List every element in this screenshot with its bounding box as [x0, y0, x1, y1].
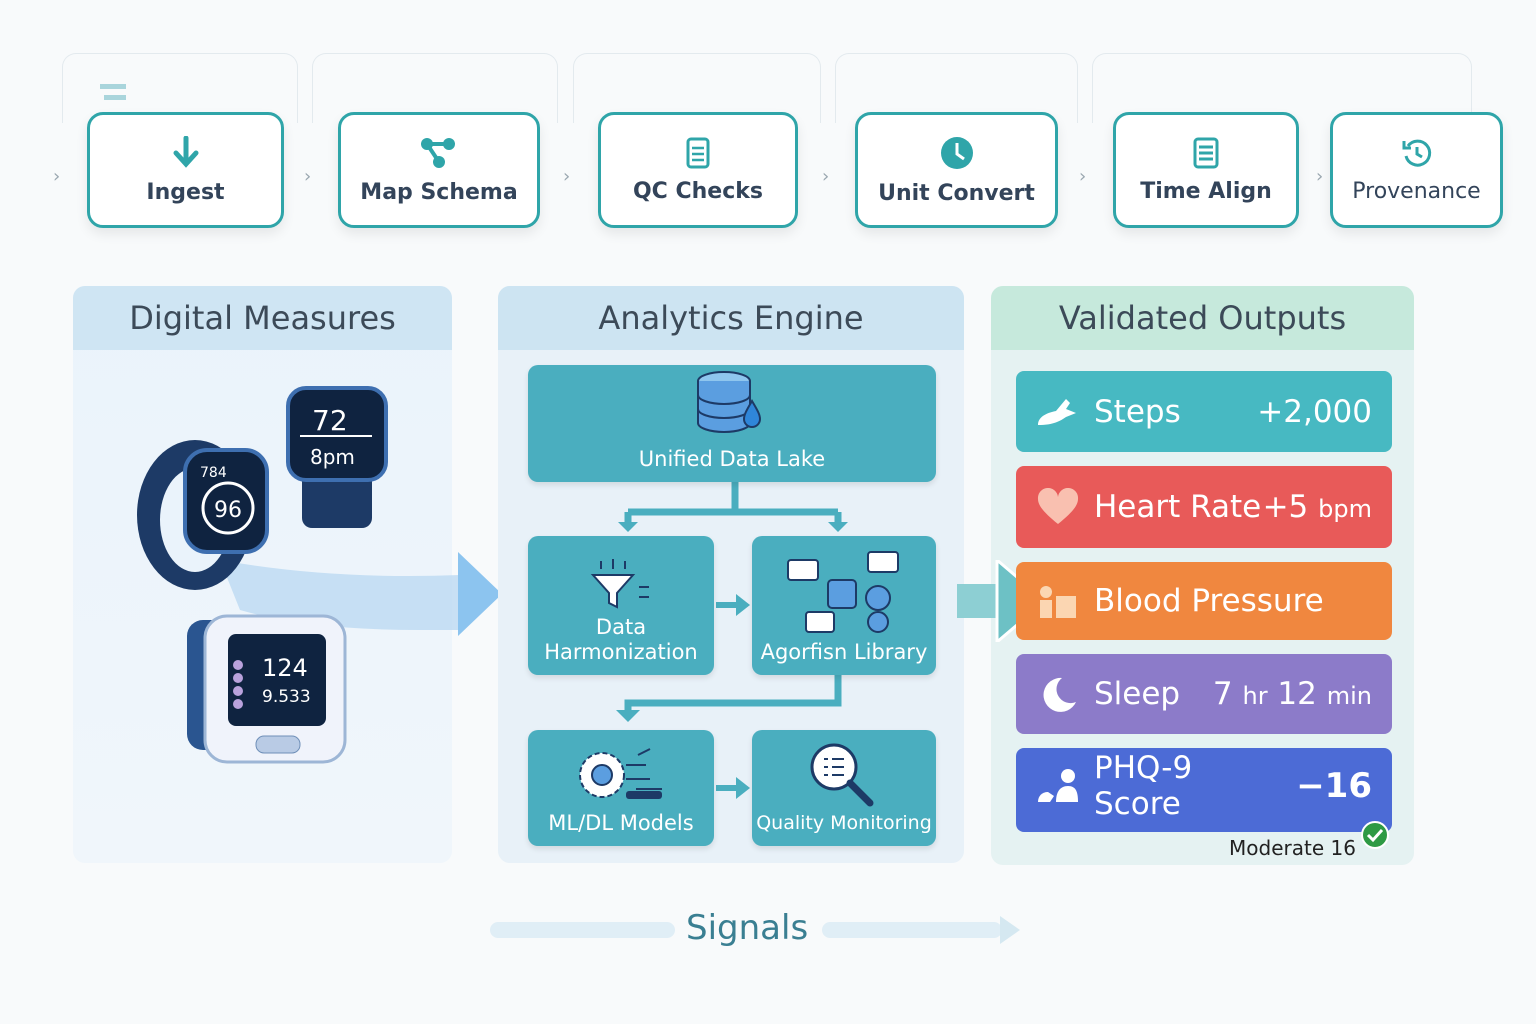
- engine-connectors: [616, 482, 848, 722]
- database-icon: [697, 371, 762, 434]
- step-provenance[interactable]: Provenance: [1330, 112, 1503, 228]
- output-unit: hr: [1242, 682, 1268, 710]
- svg-text:124: 124: [262, 654, 308, 682]
- output-label: Sleep: [1094, 676, 1181, 712]
- heart-icon: [1036, 488, 1080, 526]
- chevron-right-icon: ›: [1079, 166, 1087, 187]
- output-value: 7: [1212, 676, 1233, 712]
- algorithm-library-node[interactable]: Agorfisn Library: [752, 536, 936, 675]
- background-card: [1092, 53, 1472, 123]
- chevron-right-icon: ›: [304, 166, 312, 187]
- people-icon: [1036, 768, 1080, 804]
- chevron-right-icon: ›: [53, 166, 61, 187]
- menu-icon-bar: [104, 95, 126, 100]
- check-badge-icon: [1361, 821, 1389, 849]
- output-value: +2,000: [1257, 393, 1372, 430]
- step-time-align[interactable]: Time Align: [1113, 112, 1299, 228]
- node-label: Quality Monitoring: [756, 812, 932, 834]
- fitness-band-icon: 784 96: [137, 440, 269, 590]
- background-card: [312, 53, 558, 123]
- panel-title: Validated Outputs: [991, 286, 1414, 350]
- arrow-right-icon: [716, 777, 750, 799]
- quality-monitoring-node[interactable]: Quality Monitoring: [752, 730, 936, 846]
- signals-arrow-icon: [822, 916, 1020, 944]
- output-value: 12: [1277, 676, 1317, 712]
- step-label: Map Schema: [360, 179, 518, 205]
- chevron-right-icon: ›: [822, 166, 830, 187]
- node-label: Data Harmonization: [544, 615, 698, 664]
- signals-label: Signals: [686, 908, 809, 948]
- output-label: Heart Rate: [1094, 489, 1262, 525]
- menu-icon: [100, 84, 126, 89]
- panel-title: Analytics Engine: [498, 286, 964, 350]
- moon-icon: [1036, 674, 1080, 714]
- signals-line-left: [490, 922, 675, 938]
- shoe-icon: [1036, 395, 1080, 429]
- output-heart-rate[interactable]: Heart Rate +5 bpm: [1016, 466, 1392, 548]
- data-harmonization-node[interactable]: Data Harmonization: [528, 536, 714, 675]
- chevron-right-icon: ›: [563, 166, 571, 187]
- ml-dl-models-node[interactable]: ML/DL Models: [528, 730, 714, 846]
- output-label: Steps: [1094, 393, 1181, 430]
- output-value: −16: [1296, 766, 1372, 806]
- node-label: ML/DL Models: [548, 811, 694, 835]
- output-unit: bpm: [1318, 495, 1372, 523]
- clock-icon: [940, 136, 973, 169]
- bp-monitor-icon: 124 9.533: [187, 614, 347, 764]
- output-sleep[interactable]: Sleep 7 hr 12 min: [1016, 654, 1392, 734]
- flow-arrow-icon: [458, 552, 502, 636]
- background-card: [835, 53, 1078, 123]
- library-icon: [787, 551, 899, 633]
- magnifier-checklist-icon: [810, 743, 874, 807]
- step-qc-checks[interactable]: QC Checks: [598, 112, 798, 228]
- person-chart-icon: [1036, 584, 1080, 618]
- svg-text:8pm: 8pm: [310, 445, 355, 469]
- schema-nodes-icon: [421, 137, 455, 168]
- node-label: Agorfisn Library: [760, 640, 928, 664]
- flow-ribbon: [220, 560, 460, 630]
- step-label: Provenance: [1352, 178, 1481, 204]
- background-card: [573, 53, 821, 123]
- phq9-severity-note: Moderate 16: [1229, 836, 1356, 860]
- svg-text:72: 72: [312, 404, 348, 437]
- devices-illustration: 784 96 72 8pm 124 9.533: [137, 386, 502, 764]
- panel-title: Digital Measures: [73, 286, 452, 350]
- digital-measures-panel: Digital Measures: [73, 286, 452, 863]
- list-document-icon: [1193, 137, 1219, 168]
- history-icon: [1402, 139, 1431, 167]
- smartwatch-icon: 72 8pm: [286, 386, 388, 528]
- output-label: PHQ-9 Score: [1094, 750, 1193, 822]
- chevron-right-icon: ›: [1316, 166, 1324, 187]
- step-label: Unit Convert: [878, 180, 1035, 206]
- arrow-down-icon: [173, 135, 198, 168]
- svg-text:9.533: 9.533: [262, 687, 311, 707]
- step-ingest[interactable]: Ingest: [87, 112, 284, 228]
- output-value: +5: [1262, 489, 1309, 525]
- output-unit: min: [1326, 682, 1372, 710]
- unified-data-lake-node[interactable]: Unified Data Lake: [528, 365, 936, 482]
- step-label: QC Checks: [632, 178, 763, 204]
- background-card: [62, 53, 298, 123]
- output-steps[interactable]: Steps +2,000: [1016, 371, 1392, 452]
- svg-text:96: 96: [214, 498, 242, 523]
- gear-network-icon: [579, 748, 662, 799]
- step-map-schema[interactable]: Map Schema: [338, 112, 540, 228]
- document-icon: [686, 137, 710, 168]
- step-unit-convert[interactable]: Unit Convert: [855, 112, 1058, 228]
- svg-text:784: 784: [200, 465, 227, 481]
- step-label: Ingest: [146, 179, 225, 205]
- output-label: Blood Pressure: [1094, 583, 1324, 619]
- funnel-icon: [590, 559, 649, 609]
- node-label: Unified Data Lake: [638, 447, 826, 471]
- output-blood-pressure[interactable]: Blood Pressure: [1016, 562, 1392, 640]
- output-phq9[interactable]: PHQ-9 Score −16: [1016, 748, 1392, 832]
- step-label: Time Align: [1140, 178, 1272, 204]
